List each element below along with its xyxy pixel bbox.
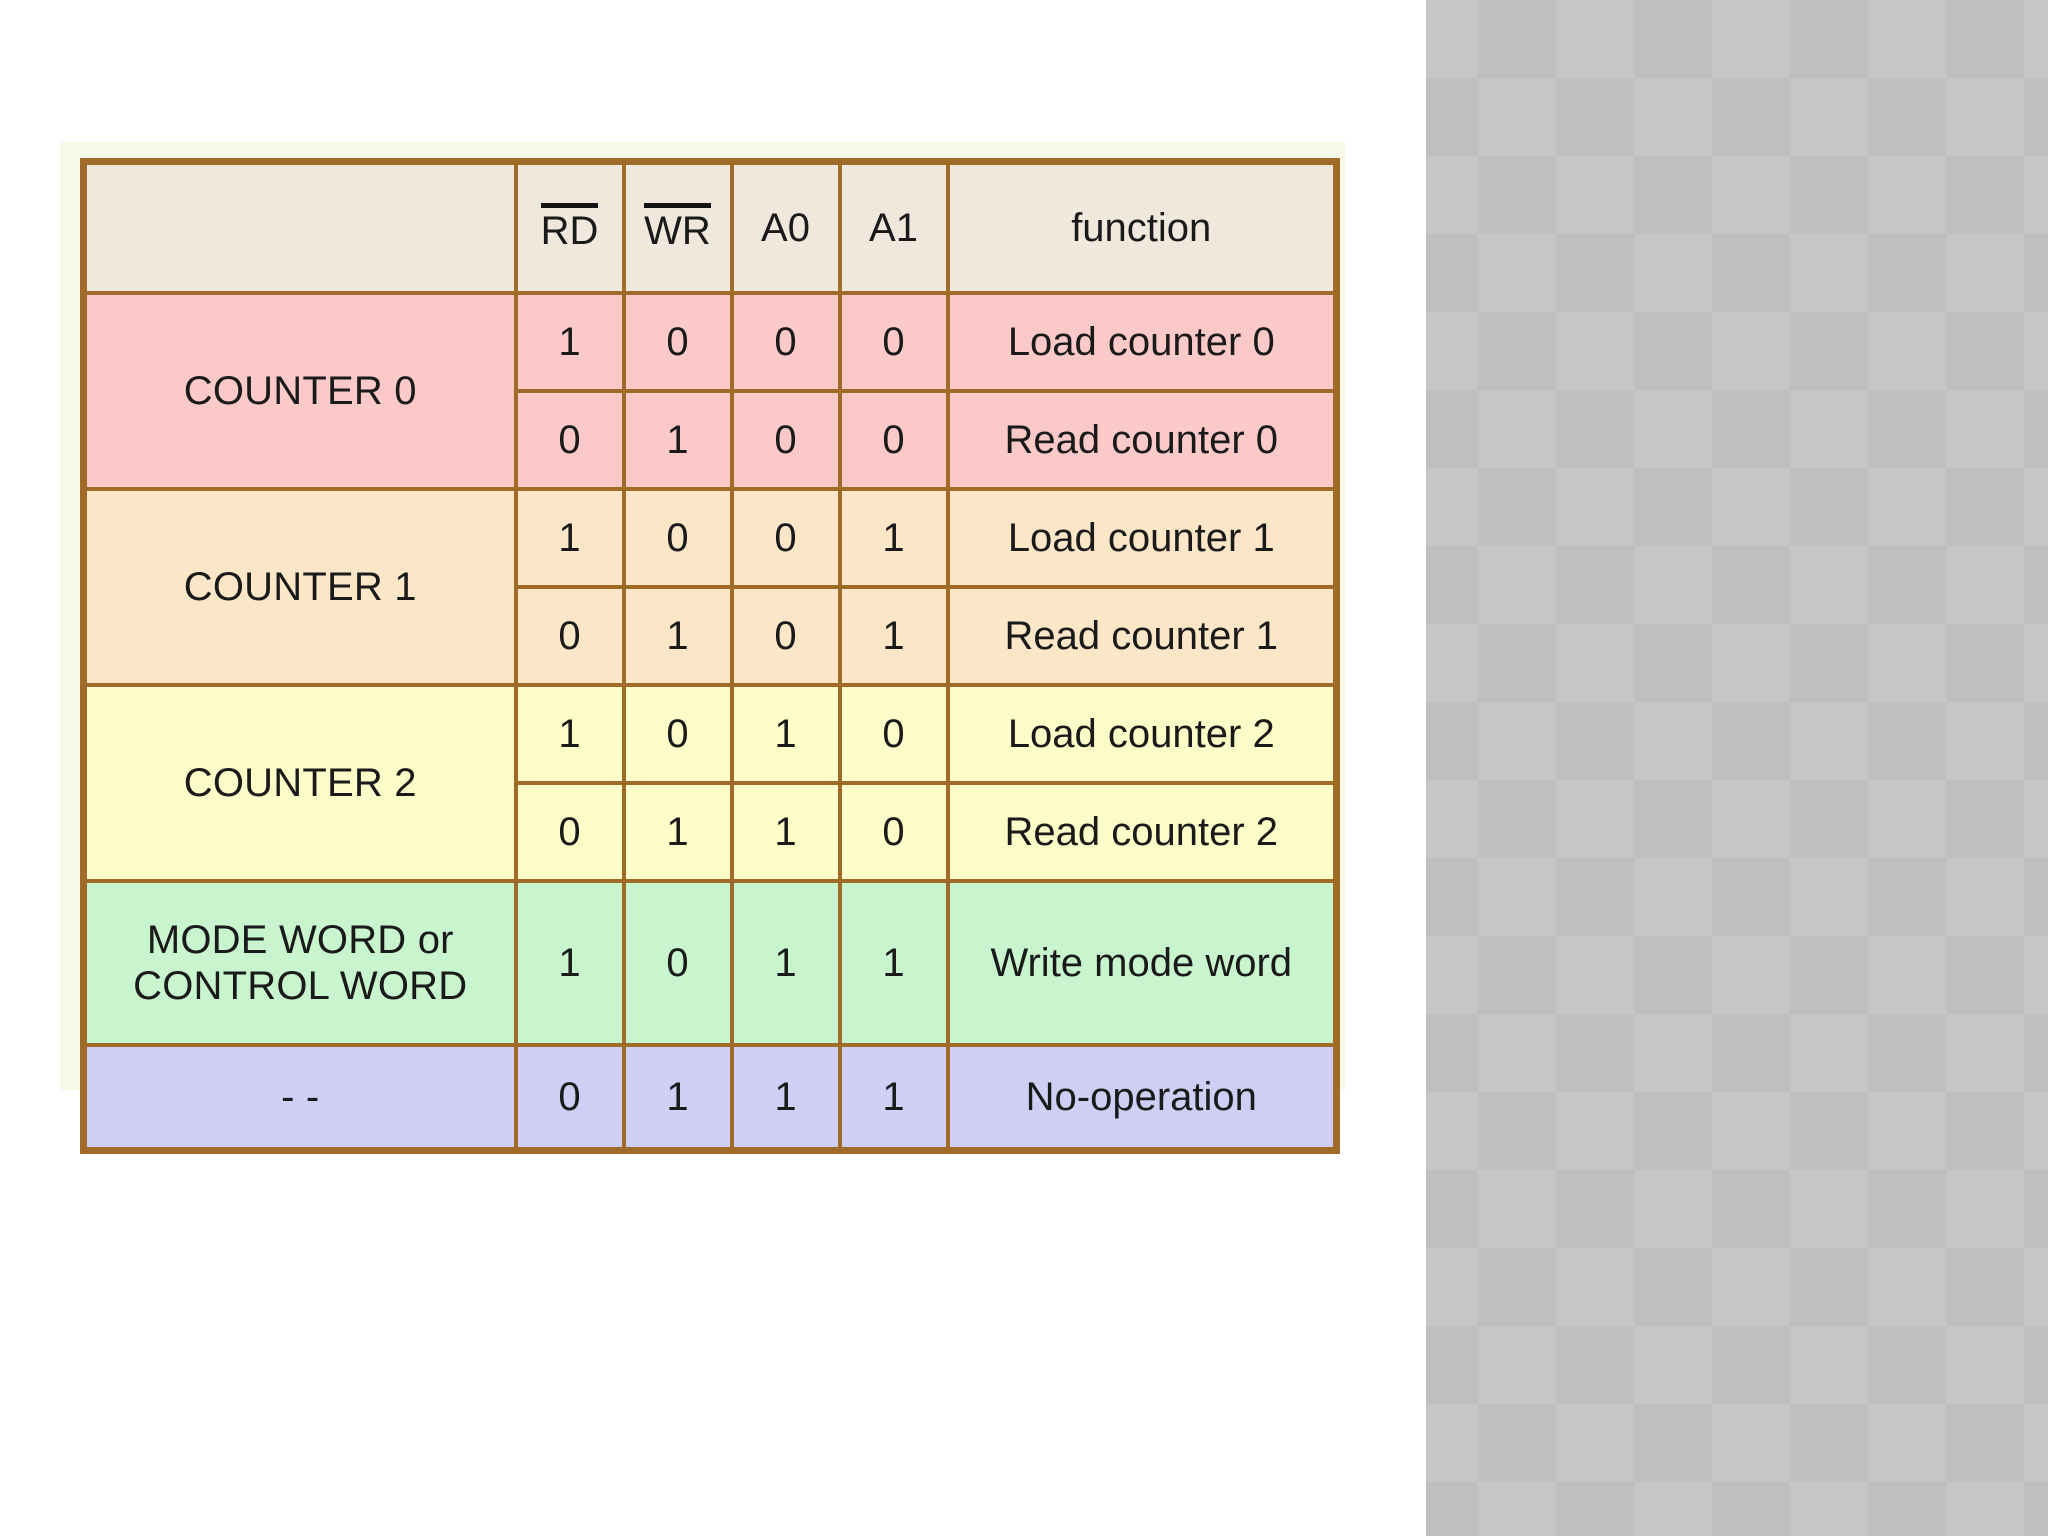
cell-a0: 0 xyxy=(729,487,842,589)
cell-a1: 1 xyxy=(837,585,950,687)
cell-a0: 1 xyxy=(729,879,842,1047)
header-cell-wr: WR xyxy=(621,159,734,295)
wr-overline-label: WR xyxy=(644,202,711,251)
table-row: 0 1 0 1 Read counter 1 xyxy=(84,585,1339,687)
cell-function: Read counter 2 xyxy=(945,781,1339,883)
group-label-line: - - xyxy=(281,1075,320,1119)
checker-left-edge xyxy=(1400,0,1426,1536)
cell-wr: 0 xyxy=(621,291,734,393)
cell-a1: 0 xyxy=(837,683,950,785)
cell-rd: 1 xyxy=(513,879,626,1047)
table-header-row: RD WR A0 A1 function xyxy=(81,159,1339,295)
cell-wr: 1 xyxy=(621,781,734,883)
group-label-counter-0: COUNTER 0 xyxy=(81,291,518,491)
table-row: 0 1 0 0 Read counter 0 xyxy=(84,389,1339,491)
group-label-mode-word: MODE WORD or CONTROL WORD xyxy=(81,879,518,1047)
cell-a1: 0 xyxy=(837,389,950,491)
cell-function: No-operation xyxy=(945,1043,1339,1153)
cell-a1: 0 xyxy=(837,291,950,393)
cell-a0: 0 xyxy=(729,291,842,393)
cell-function: Read counter 1 xyxy=(945,585,1339,687)
header-cell-blank xyxy=(81,159,518,295)
cell-rd: 1 xyxy=(513,683,626,785)
cell-a0: 0 xyxy=(729,585,842,687)
checkered-background-panel xyxy=(1400,0,2048,1536)
cell-function: Load counter 0 xyxy=(945,291,1339,393)
cell-wr: 0 xyxy=(621,487,734,589)
cell-function: Read counter 0 xyxy=(945,389,1339,491)
cell-wr: 1 xyxy=(621,585,734,687)
slide-area: RD WR A0 A1 function COUNTER 0 1 0 xyxy=(60,142,1345,1154)
header-cell-function: function xyxy=(945,159,1339,295)
group-label-line: MODE WORD or xyxy=(146,918,454,962)
cell-function: Load counter 2 xyxy=(945,683,1339,785)
cell-a1: 1 xyxy=(837,487,950,589)
header-cell-a0: A0 xyxy=(729,159,842,295)
cell-function: Write mode word xyxy=(945,879,1339,1047)
table-row: MODE WORD or CONTROL WORD 1 0 1 1 Write … xyxy=(81,879,1339,1047)
table-row: COUNTER 1 1 0 0 1 Load counter 1 xyxy=(81,487,1339,687)
cell-rd: 0 xyxy=(513,389,626,491)
group-label-line: COUNTER 2 xyxy=(183,761,417,805)
cell-rd: 0 xyxy=(513,1043,626,1153)
cell-rd: 1 xyxy=(513,487,626,589)
group-label-none: - - xyxy=(81,1043,518,1153)
cell-wr: 1 xyxy=(621,389,734,491)
rd-overline-label: RD xyxy=(540,202,599,251)
cell-a0: 0 xyxy=(729,389,842,491)
cell-rd: 1 xyxy=(513,291,626,393)
cell-a1: 1 xyxy=(837,1043,950,1153)
cell-wr: 0 xyxy=(621,879,734,1047)
table-row: - - 0 1 1 1 No-operation xyxy=(81,1043,1339,1153)
cell-a0: 1 xyxy=(729,683,842,785)
table-row: COUNTER 0 1 0 0 0 Load counter 0 xyxy=(81,291,1339,491)
table-row: COUNTER 2 1 0 1 0 Load counter 2 xyxy=(81,683,1339,883)
table-frame: RD WR A0 A1 function COUNTER 0 1 0 xyxy=(60,142,1345,1154)
cell-a1: 1 xyxy=(837,879,950,1047)
group-label-counter-1: COUNTER 1 xyxy=(81,487,518,687)
cell-a1: 0 xyxy=(837,781,950,883)
group-label-line: CONTROL WORD xyxy=(133,964,468,1008)
cell-wr: 0 xyxy=(621,683,734,785)
group-label-line: COUNTER 1 xyxy=(183,565,417,609)
table-row: 0 1 1 0 Read counter 2 xyxy=(84,781,1339,883)
cell-function: Load counter 1 xyxy=(945,487,1339,589)
cell-rd: 0 xyxy=(513,585,626,687)
header-cell-a1: A1 xyxy=(837,159,950,295)
cell-wr: 1 xyxy=(621,1043,734,1153)
group-label-counter-2: COUNTER 2 xyxy=(81,683,518,883)
control-word-function-table: RD WR A0 A1 function COUNTER 0 1 0 xyxy=(80,158,1340,1154)
cell-a0: 1 xyxy=(729,781,842,883)
cell-a0: 1 xyxy=(729,1043,842,1153)
header-cell-rd: RD xyxy=(513,159,626,295)
group-label-line: COUNTER 0 xyxy=(183,369,417,413)
cell-rd: 0 xyxy=(513,781,626,883)
